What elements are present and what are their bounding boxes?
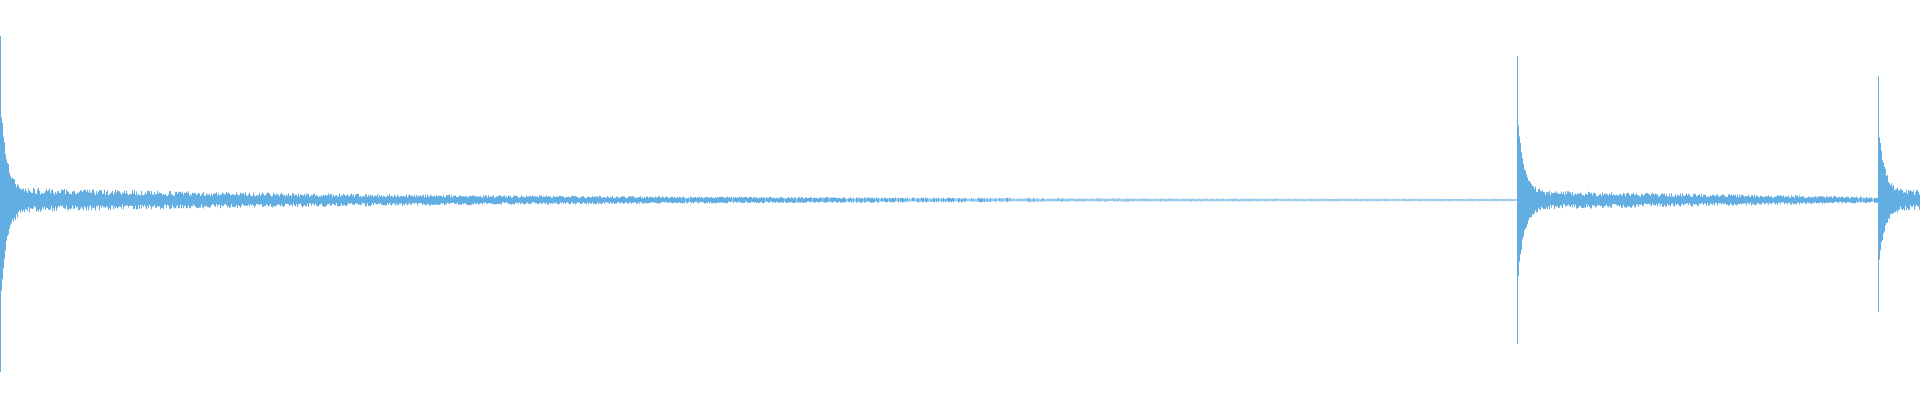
waveform-signal bbox=[0, 36, 1920, 372]
